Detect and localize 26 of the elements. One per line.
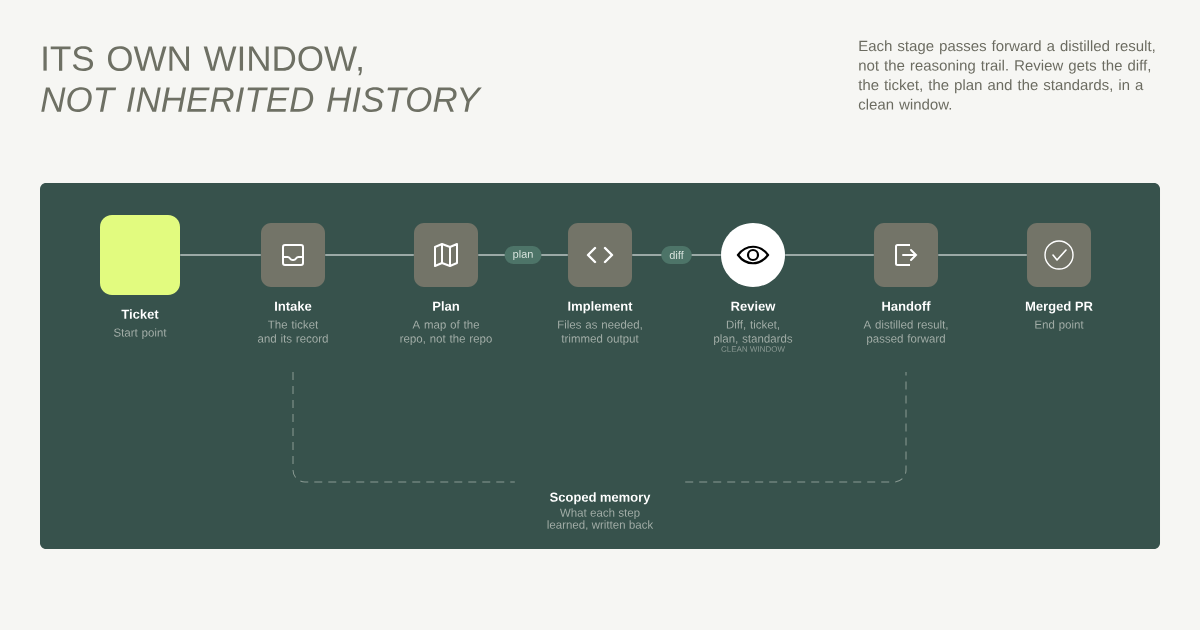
connector (292, 371, 516, 483)
step-title: Plan (433, 301, 459, 311)
step-title: Handoff (882, 301, 931, 311)
connector (324, 254, 415, 256)
connector (784, 254, 875, 256)
step-description: Diff, ticket, plan, standards (714, 320, 793, 345)
title: ITS OWN WINDOW, NOT INHERITED HISTORY (41, 46, 482, 112)
edge-label: diff (661, 246, 692, 264)
step-description: The ticket and its record (258, 320, 328, 343)
step-title: Intake (275, 301, 312, 311)
step-title: Merged PR (1025, 301, 1093, 314)
step-title: Review (731, 301, 776, 311)
connector (937, 254, 1028, 256)
memory-label: Scoped memory What each step learned, written back (547, 492, 654, 531)
step-description: Start point (114, 328, 167, 339)
connector (179, 254, 262, 256)
step-description: Files as needed, trimmed output (558, 320, 642, 345)
step-description: A distilled result, passed forward (863, 320, 948, 345)
step-description: End point (1035, 320, 1084, 331)
step-description: A map of the repo, not the repo (400, 320, 492, 345)
window-note: CLEAN WINDOW (721, 346, 785, 352)
edge-label: plan (504, 246, 542, 264)
description-text: Each stage passes forward a distilled result, not the reasoning trail. Review gets the diff, the ticket, the plan and the standards, in a clean window. (858, 40, 1155, 110)
connector (684, 371, 907, 483)
step-title: Implement (568, 301, 633, 314)
step-title: Ticket (121, 309, 159, 319)
